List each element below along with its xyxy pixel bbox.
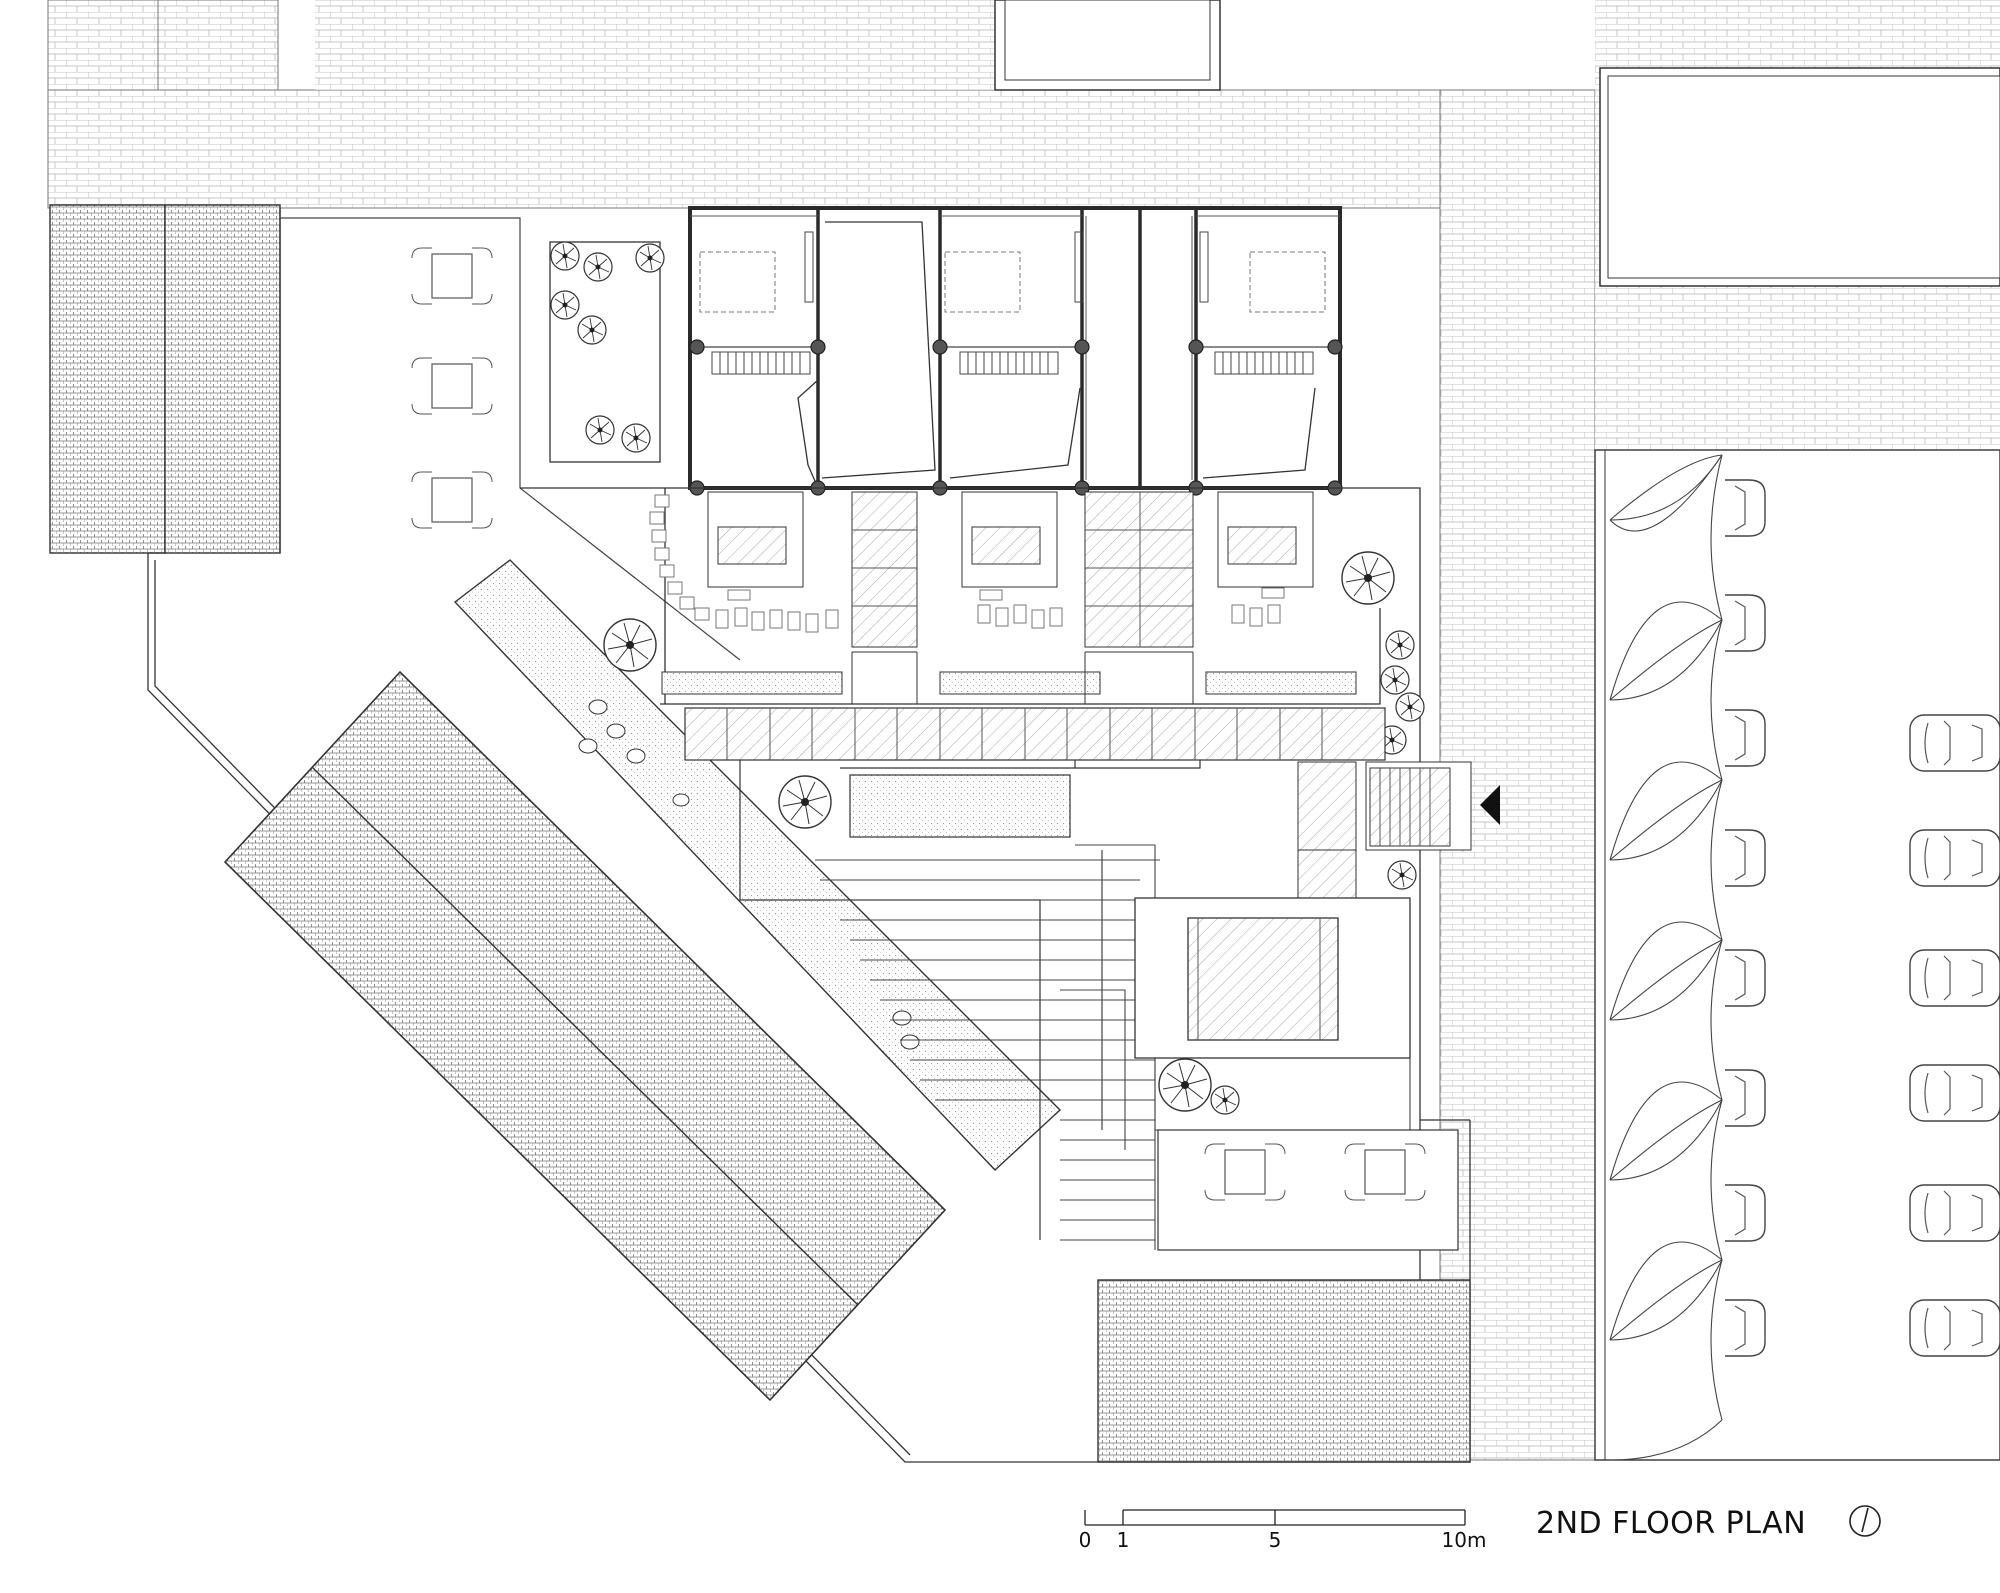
dining-tables-west xyxy=(411,247,493,529)
south-roof xyxy=(1097,1279,1471,1463)
entrance-triangle-icon xyxy=(1480,785,1500,825)
diagonal-planter xyxy=(453,559,1062,1171)
courtyard xyxy=(520,487,1470,1460)
north-arrow-icon xyxy=(1849,1505,1881,1537)
left-roof xyxy=(49,204,281,554)
scale-label-1: 1 xyxy=(1116,1528,1130,1552)
terrace-outline xyxy=(280,217,741,661)
drawing-title: 2ND FLOOR PLAN xyxy=(1536,1506,1807,1541)
garden-planter xyxy=(549,241,665,463)
lower-terrace xyxy=(778,761,1472,1251)
scale-label-10m: 10m xyxy=(1441,1528,1487,1552)
parking xyxy=(1594,449,2000,1461)
scale-label-5: 5 xyxy=(1268,1528,1282,1552)
site-paving xyxy=(47,0,2000,1461)
scale-label-0: 0 xyxy=(1078,1528,1092,1552)
walkway xyxy=(684,707,1386,1240)
scale-bar xyxy=(1084,1509,1466,1526)
units-block xyxy=(688,206,1343,496)
diagonal-roof xyxy=(223,670,947,1402)
